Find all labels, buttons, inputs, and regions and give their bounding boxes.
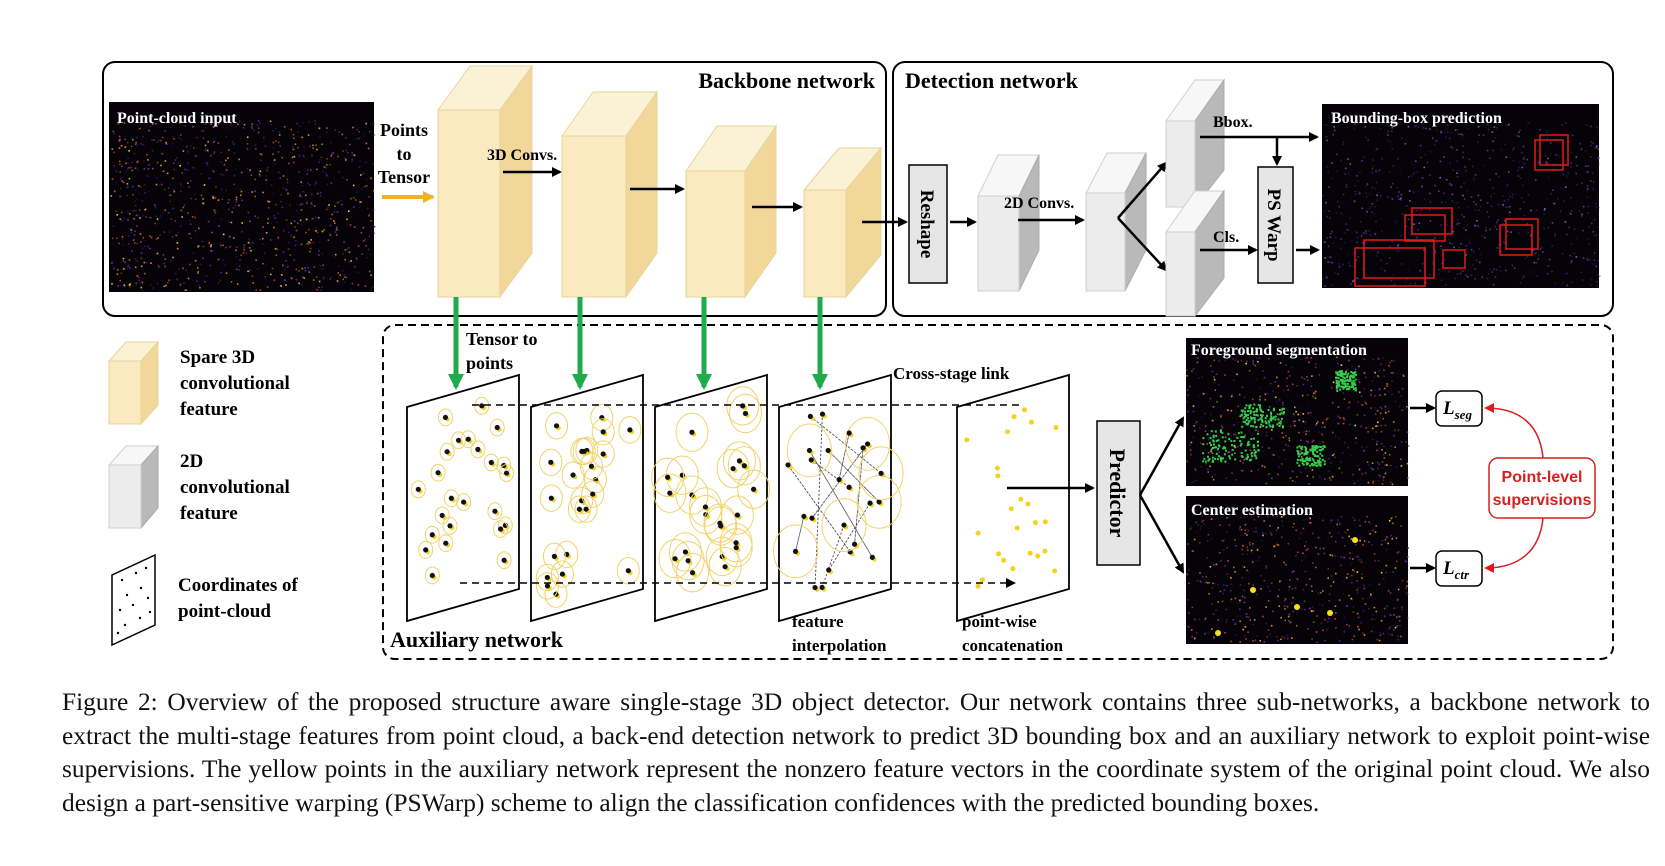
split-arrow-down — [1117, 217, 1168, 272]
point-plane-3 — [654, 373, 768, 623]
legend-coords-line-1: Coordinates of — [178, 575, 298, 596]
point-level-supervisions-box: Point-level supervisions — [1488, 457, 1596, 519]
legend-coords-line-2: point-cloud — [178, 601, 271, 622]
pswarp-box: PS Warp — [1257, 166, 1294, 284]
legend-sparse3d-line-2: convolutional — [180, 373, 290, 394]
legend-conv2d-swatch — [107, 444, 160, 530]
supervision-curve-top — [1484, 403, 1544, 459]
cross-stage-link-label: Cross-stage link — [893, 364, 1010, 383]
points-to-tensor-label-3: Tensor — [378, 167, 430, 187]
conv2d-feature-block-2 — [1085, 152, 1147, 292]
point-plane-1 — [406, 373, 520, 623]
cls-label: Cls. — [1213, 229, 1239, 246]
sparse-3d-feature-block-1 — [437, 64, 533, 299]
legend-coords-swatch — [111, 553, 156, 647]
tensor-to-points-line-1: Tensor to — [466, 329, 538, 349]
point-level-line-1: Point-level — [1502, 469, 1583, 486]
loss-ctr-box: Lctr — [1435, 550, 1483, 587]
points-to-tensor-label-1: Points — [380, 120, 428, 140]
bounding-box-prediction-image: Bounding-box prediction — [1322, 104, 1601, 288]
predictor-box: Predictor — [1096, 420, 1141, 566]
legend-conv2d-line-2: convolutional — [180, 477, 290, 498]
point-cloud-input-image: Point-cloud input — [109, 102, 376, 292]
point-level-line-2: supervisions — [1493, 492, 1592, 509]
bounding-box-prediction-label: Bounding-box prediction — [1331, 110, 1502, 127]
backbone-title: Backbone network — [698, 68, 875, 93]
conv2d-feature-block-3 — [1165, 78, 1225, 209]
legend-sparse3d-swatch — [107, 340, 160, 426]
figure-caption: Figure 2: Overview of the proposed struc… — [62, 688, 1650, 817]
loss-seg-subscript: seg — [1454, 407, 1473, 422]
pswarp-label: PS Warp — [1263, 188, 1284, 261]
auxiliary-network-panel: Auxiliary network Tensor to points Cross… — [382, 297, 1614, 660]
bbox-label: Bbox. — [1213, 114, 1253, 131]
backbone-network-panel: Backbone network Point-cloud input Point… — [102, 61, 887, 317]
conv2d-feature-block-1 — [977, 154, 1040, 292]
legend-conv2d-line-1: 2D — [180, 451, 203, 472]
sparse-3d-feature-block-3 — [685, 124, 777, 299]
point-plane-4 — [778, 373, 892, 623]
svg-text:Lseg: Lseg — [1442, 398, 1472, 422]
predictor-to-ctr-arrow — [1138, 494, 1185, 574]
reshape-label: Reshape — [916, 190, 937, 259]
architecture-diagram: Backbone network Point-cloud input Point… — [102, 61, 1614, 660]
point-plane-5 — [956, 373, 1070, 623]
loss-seg-symbol: L — [1442, 398, 1455, 419]
loss-seg-box: Lseg — [1435, 390, 1483, 427]
legend: Spare 3D convolutional feature 2D convol… — [107, 340, 298, 647]
center-estimation-image: Center estimation — [1186, 496, 1409, 644]
loss-ctr-subscript: ctr — [1455, 567, 1470, 582]
foreground-segmentation-image: Foreground segmentation — [1186, 338, 1410, 486]
split-arrow-up — [1117, 161, 1168, 219]
detection-title: Detection network — [905, 68, 1079, 93]
points-to-tensor-label-2: to — [397, 144, 412, 164]
feature-interpolation-line-2: interpolation — [792, 636, 887, 655]
loss-ctr-symbol: L — [1442, 558, 1455, 579]
detection-network-panel: Detection network Reshape 2D Convs. — [862, 61, 1614, 318]
point-cloud-input-label: Point-cloud input — [117, 110, 237, 127]
reshape-box: Reshape — [908, 164, 948, 284]
center-estimation-label: Center estimation — [1191, 502, 1313, 519]
conv2d-feature-block-4 — [1165, 189, 1225, 318]
supervision-curve-bottom — [1484, 517, 1544, 573]
legend-sparse3d-line-3: feature — [180, 399, 238, 420]
predictor-to-seg-arrow — [1138, 416, 1185, 496]
pointwise-concat-line-2: concatenation — [962, 636, 1064, 655]
3d-convs-label: 3D Convs. — [487, 147, 557, 164]
legend-sparse3d-line-1: Spare 3D — [180, 347, 255, 368]
tensor-to-points-line-2: points — [466, 353, 513, 373]
2d-convs-label: 2D Convs. — [1004, 195, 1074, 212]
pointwise-concat-line-1: point-wise — [962, 612, 1037, 631]
auxiliary-title: Auxiliary network — [390, 627, 564, 652]
point-plane-2 — [530, 373, 644, 623]
svg-text:Lctr: Lctr — [1442, 558, 1470, 582]
feature-interpolation-line-1: feature — [792, 612, 844, 631]
legend-conv2d-line-3: feature — [180, 503, 238, 524]
foreground-segmentation-label: Foreground segmentation — [1191, 342, 1367, 359]
predictor-label: Predictor — [1105, 449, 1130, 538]
sparse-3d-feature-block-2 — [561, 90, 658, 299]
